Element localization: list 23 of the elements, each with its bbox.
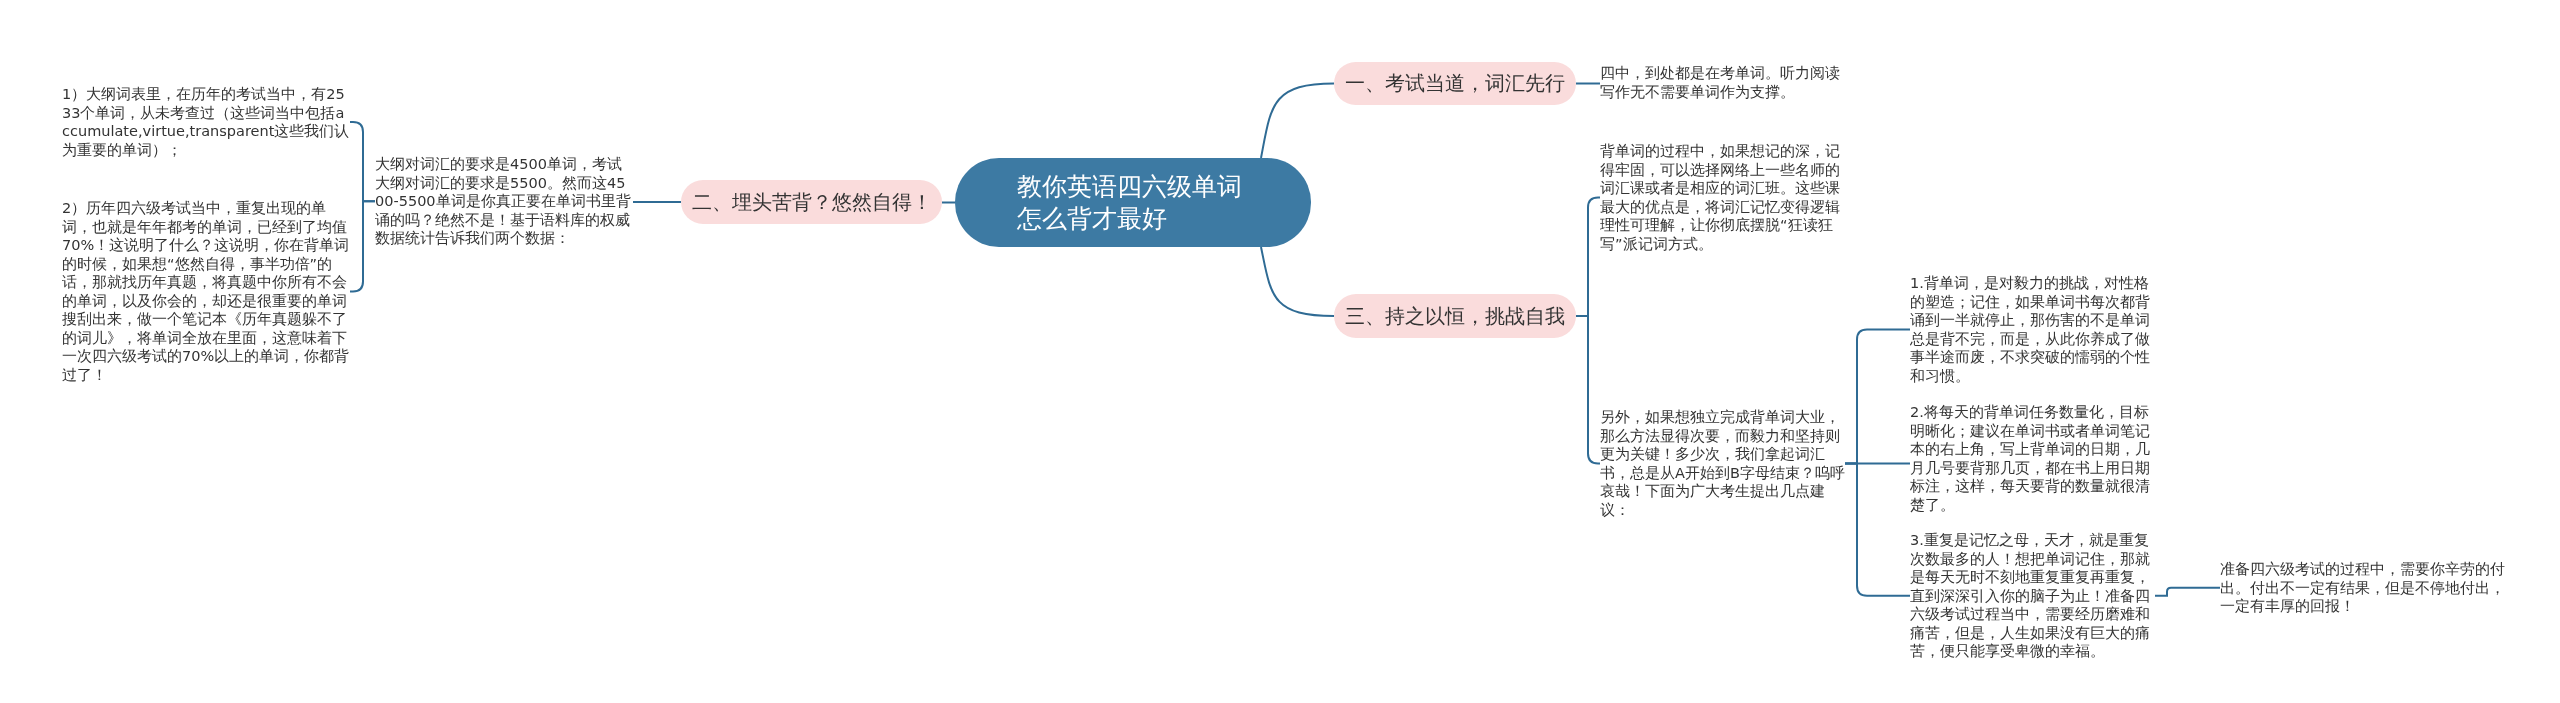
branch-note: 准备四六级考试的过程中，需要你辛劳的付出。付出不一定有结果，但是不停地付出，一定有丰厚的回报！	[2220, 560, 2515, 616]
connector-line	[1575, 315, 1601, 465]
branch-note: 背单词的过程中，如果想记的深，记得牢固，可以选择网络上一些名师的词汇课或者是相应的词汇班。这些课最大的优点是，将词汇记忆变得逻辑理性可理解，让你彻底摆脱“狂读狂写”派记词方式。	[1600, 142, 1845, 253]
branch-note: 2）历年四六级考试当中，重复出现的单词，也就是年年都考的单词，已经到了均值70%！这说明了什么？这说明，你在背单词的时候，如果想“悠然自得，事半功倍”的话，那就找历年真题，将真题中你所有不会的单词，以及你会的，却还是很重要的单词搜刮出来，做一个笔记本《历年真题躲不了的词儿》，将单词全放在里面，这意味着下一次四六级考试的70%以上的单词，你都背过了！	[62, 199, 350, 384]
connector-line	[632, 201, 682, 203]
connector-line	[941, 201, 956, 204]
connector-line	[1260, 82, 1335, 159]
branch-note: 3.重复是记忆之母，天才，就是重复次数最多的人！想把单词记住，那就是每天无时不刻地重复重复再重复，直到深深引入你的脑子为止！准备四六级考试过程当中，需要经历磨难和痛苦，但是，人生如果没有巨大的痛苦，便只能享受卑微的幸福。	[1910, 531, 2155, 661]
connector-line	[2154, 586, 2221, 597]
connector-line	[1260, 246, 1335, 317]
topic-pill: 二、埋头苦背？悠然自得！	[681, 180, 942, 224]
topic-pill: 三、持之以恒，挑战自我	[1334, 294, 1576, 338]
branch-note: 另外，如果想独立完成背单词大业，那么方法显得次要，而毅力和坚持则更为关键！多少次，我们拿起词汇书，总是从A开始到B字母结束？呜呼哀哉！下面为广大考生提出几点建议：	[1600, 408, 1845, 519]
branch-note: 四中，到处都是在考单词。听力阅读写作无不需要单词作为支撑。	[1600, 64, 1845, 101]
branch-note: 2.将每天的背单词任务数量化，目标明晰化；建议在单词书或者单词笔记本的右上角，写上背单词的日期，几月几号要背那几页，都在书上用日期标注，这样，每天要背的数量就很清楚了。	[1910, 403, 2155, 514]
central-topic: 教你英语四六级单词怎么背才最好	[955, 158, 1311, 247]
connector-line	[349, 200, 376, 293]
topic-pill: 一、考试当道，词汇先行	[1334, 62, 1576, 105]
branch-note: 大纲对词汇的要求是4500单词，考试大纲对词汇的要求是5500。然而这4500-5500单词是你真正要在单词书里背诵的吗？绝然不是！基于语料库的权威数据统计告诉我们两个数据：	[375, 155, 633, 248]
connector-line	[1844, 462, 1911, 597]
connector-line	[1575, 82, 1601, 85]
branch-note: 1.背单词，是对毅力的挑战，对性格的塑造；记住，如果单词书每次都背诵到一半就停止，那伤害的不是单词总是背不完，而是，从此你养成了做事半途而废，不求突破的懦弱的个性和习惯。	[1910, 274, 2155, 385]
branch-note: 1）大纲词表里，在历年的考试当中，有2533个单词，从未考查过（这些词当中包括accumulate,virtue,transparent这些我们认为重要的单词）；	[62, 85, 350, 159]
